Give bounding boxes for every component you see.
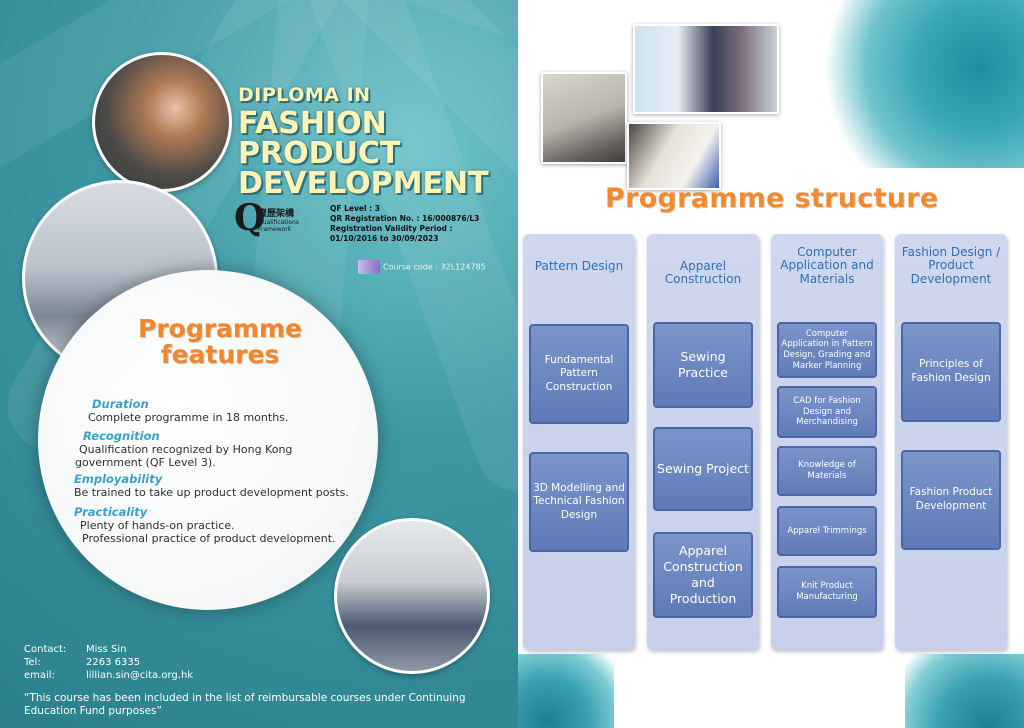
qf-logo-en-line: Qualifications — [258, 219, 299, 226]
module-box: Fashion Product Development — [901, 450, 1001, 550]
module-box: Sewing Practice — [653, 322, 753, 408]
column-apparel-construction: Apparel Construction Sewing Practice Sew… — [647, 234, 759, 650]
diploma-title: DIPLOMA IN FASHION PRODUCT DEVELOPMENT — [238, 86, 489, 199]
computer-lab-photo — [334, 518, 490, 674]
qf-logo-mark: Q — [234, 197, 266, 239]
course-code: Course code : 32L124785 — [358, 260, 486, 274]
contact-row: Contact: Miss Sin — [24, 643, 193, 656]
garment-rack-photo — [633, 24, 779, 114]
qr-registration: QR Registration No. : 16/000876/L3 — [330, 214, 480, 224]
column-fashion-design: Fashion Design / Product Development Pri… — [895, 234, 1007, 650]
qf-level: QF Level : 3 — [330, 204, 380, 213]
teal-flower-decoration — [518, 654, 614, 728]
module-box: Knowledge of Materials — [777, 446, 877, 496]
course-code-text: Course code : 32L124785 — [383, 262, 486, 272]
tel-value: 2263 6335 — [86, 657, 141, 668]
feature-employability: Employability Be trained to take up prod… — [72, 472, 349, 499]
feature-text: Professional practice of product develop… — [82, 532, 336, 545]
validity-period: 01/10/2016 to 30/09/2023 — [330, 234, 439, 244]
qf-logo-chinese: 資歷架構 — [258, 209, 295, 219]
feature-recognition: Recognition Qualification recognized by … — [75, 429, 365, 469]
feature-text: Complete programme in 18 months. — [88, 411, 289, 424]
module-box: Knit Product Manufacturing — [777, 566, 877, 618]
feature-practicality: Practicality Plenty of hands-on practice… — [74, 505, 336, 545]
column-heading: Fashion Design / Product Development — [901, 245, 1001, 286]
cef-note: “This course has been included in the li… — [24, 692, 466, 718]
design-sketch-photo — [627, 122, 721, 190]
module-box: Sewing Project — [653, 427, 753, 511]
column-computer-application: Computer Application and Materials Compu… — [771, 234, 883, 650]
qf-logo-en-line: Framework — [258, 226, 292, 234]
feature-text: Qualification recognized by Hong Kong — [79, 443, 293, 456]
feature-heading: Recognition — [83, 429, 160, 443]
column-heading: Computer Application and Materials — [780, 245, 874, 286]
teal-flower-decoration — [905, 654, 1024, 728]
book-icon — [358, 260, 380, 274]
column-heading: Apparel Construction — [664, 259, 742, 287]
title-line: FASHION — [238, 106, 387, 141]
qf-logo: Q 資歷架構 Qualifications Framework — [234, 200, 324, 240]
module-box: Apparel Construction and Production — [653, 532, 753, 618]
validity-label: Registration Validity Period : — [330, 224, 453, 234]
features-title-line: features — [160, 340, 280, 370]
left-panel: DIPLOMA IN FASHION PRODUCT DEVELOPMENT Q… — [0, 0, 518, 728]
sewing-machine-photo — [92, 52, 232, 192]
tel-row: Tel: 2263 6335 — [24, 656, 193, 669]
features-title: Programme features — [100, 314, 340, 370]
feature-heading: Practicality — [74, 505, 148, 519]
feature-text: Be trained to take up product developmen… — [74, 486, 349, 499]
contact-name: Miss Sin — [86, 644, 127, 655]
feature-text: government (QF Level 3). — [75, 456, 216, 469]
contact-block: Contact: Miss Sin Tel: 2263 6335 email: … — [24, 643, 193, 682]
title-line: DIPLOMA IN — [238, 84, 371, 106]
email-label: email: — [24, 670, 55, 681]
qf-logo-english: Qualifications Framework — [258, 219, 299, 233]
tel-label: Tel: — [24, 657, 41, 668]
module-box: Computer Application in Pattern Design, … — [777, 322, 877, 378]
email-row: email: lillian.sin@cita.org.hk — [24, 669, 193, 682]
module-box: Apparel Trimmings — [777, 506, 877, 556]
feature-heading: Employability — [74, 472, 163, 486]
feature-duration: Duration Complete programme in 18 months… — [88, 397, 288, 424]
title-line: PRODUCT — [238, 136, 401, 171]
module-box: Principles of Fashion Design — [901, 322, 1001, 422]
column-heading: Pattern Design — [534, 259, 624, 273]
features-title-line: Programme — [138, 314, 302, 343]
qf-info: QF Level : 3 QR Registration No. : 16/00… — [330, 204, 479, 245]
pattern-cutting-photo — [541, 72, 627, 164]
feature-text: Plenty of hands-on practice. — [80, 519, 235, 532]
email-link[interactable]: lillian.sin@cita.org.hk — [86, 670, 194, 681]
feature-heading: Duration — [92, 397, 149, 411]
programme-structure-title: Programme structure — [605, 183, 939, 214]
module-box: 3D Modelling and Technical Fashion Desig… — [529, 452, 629, 552]
contact-label: Contact: — [24, 644, 67, 655]
module-box: Fundamental Pattern Construction — [529, 324, 629, 424]
features-circle — [38, 270, 378, 610]
teal-flower-decoration — [800, 0, 1024, 168]
column-pattern-design: Pattern Design Fundamental Pattern Const… — [523, 234, 635, 650]
title-line: DEVELOPMENT — [238, 166, 489, 201]
module-box: CAD for Fashion Design and Merchandising — [777, 386, 877, 438]
